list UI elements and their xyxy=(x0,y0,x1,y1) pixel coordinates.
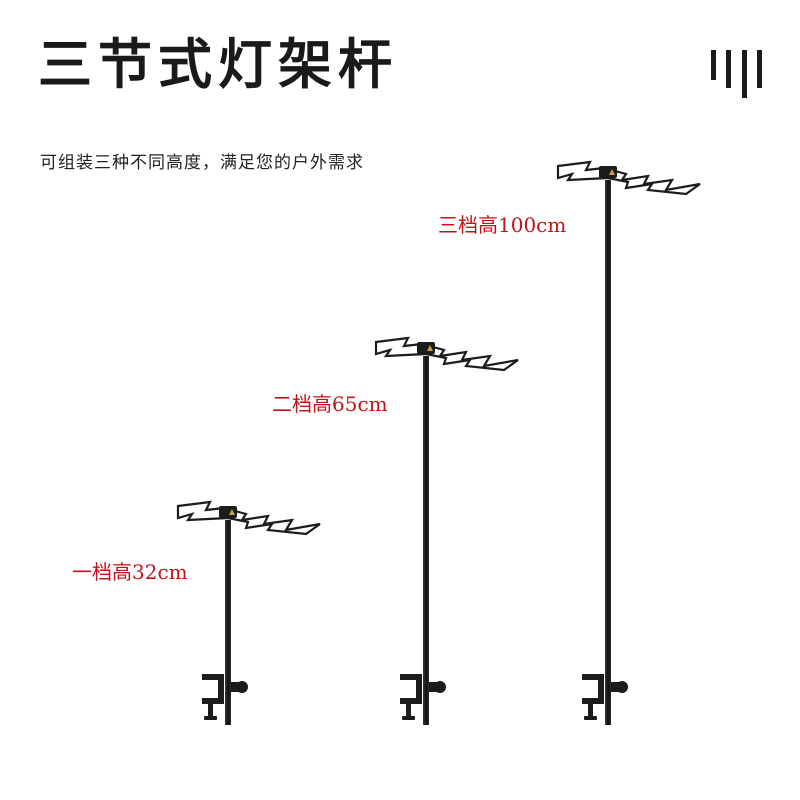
tension-knob-icon xyxy=(616,681,628,693)
pole xyxy=(605,180,611,725)
connector-block xyxy=(599,166,617,178)
clamp-screw xyxy=(208,704,213,718)
light-stand-high xyxy=(556,160,701,725)
hanger-bar xyxy=(556,160,701,196)
connector-logo-icon xyxy=(427,345,433,351)
clamp-body xyxy=(202,674,224,704)
tension-knob-icon xyxy=(236,681,248,693)
clamp-screw-pad xyxy=(402,716,415,720)
hanger-bar xyxy=(176,500,321,536)
hanger-bar xyxy=(374,336,519,372)
stand-label-low: 一档高32cm xyxy=(72,560,188,584)
page-subtitle: 可组装三种不同高度，满足您的户外需求 xyxy=(40,153,364,173)
page-title: 三节式灯架杆 xyxy=(38,33,398,96)
clamp-body xyxy=(400,674,422,704)
clamp-screw-pad xyxy=(584,716,597,720)
tension-knob-icon xyxy=(434,681,446,693)
connector-block xyxy=(219,506,237,518)
knob-stem xyxy=(611,682,619,692)
stand-label-high: 三档高100cm xyxy=(438,213,567,237)
brand-bars-icon xyxy=(711,50,763,100)
connector-block xyxy=(417,342,435,354)
light-stand-mid xyxy=(374,336,519,725)
clamp-body xyxy=(582,674,604,704)
pole xyxy=(225,520,231,725)
pole xyxy=(423,356,429,725)
connector-logo-icon xyxy=(229,509,235,515)
connector-logo-icon xyxy=(609,169,615,175)
clamp-screw-pad xyxy=(204,716,217,720)
light-stand-low xyxy=(176,500,321,725)
knob-stem xyxy=(429,682,437,692)
clamp-screw xyxy=(588,704,593,718)
stand-label-mid: 二档高65cm xyxy=(272,392,388,416)
knob-stem xyxy=(231,682,239,692)
clamp-screw xyxy=(406,704,411,718)
